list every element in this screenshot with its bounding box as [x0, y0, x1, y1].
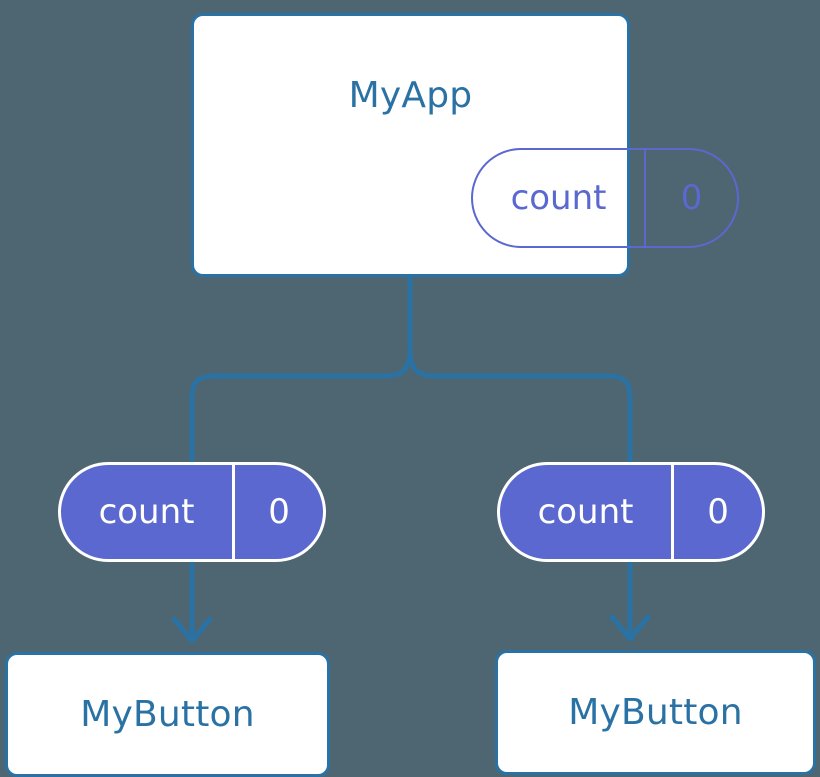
state-pill-key: count [510, 178, 607, 218]
prop-pill-value: 0 [671, 465, 762, 559]
prop-pill-key: count [537, 492, 634, 532]
prop-pill-value: 0 [232, 465, 323, 559]
page-title: MyApp [348, 75, 473, 116]
arrowhead-right-icon [609, 614, 651, 642]
component-myapp[interactable]: MyApp count 0 [191, 13, 739, 277]
prop-pill-key: count [98, 492, 195, 532]
arrowhead-left-icon [171, 616, 213, 644]
prop-pill-count-left[interactable]: count 0 [58, 462, 326, 562]
edge-root-to-right-child [407, 348, 633, 462]
state-pill-count[interactable]: count 0 [471, 148, 739, 248]
prop-pill-count-right[interactable]: count 0 [497, 462, 765, 562]
edge-root-to-left-child [189, 348, 413, 462]
component-label: MyButton [568, 691, 743, 733]
component-label: MyButton [80, 693, 255, 735]
component-mybutton-right[interactable]: MyButton [495, 650, 816, 775]
state-pill-value: 0 [644, 150, 737, 246]
component-mybutton-left[interactable]: MyButton [5, 652, 330, 777]
